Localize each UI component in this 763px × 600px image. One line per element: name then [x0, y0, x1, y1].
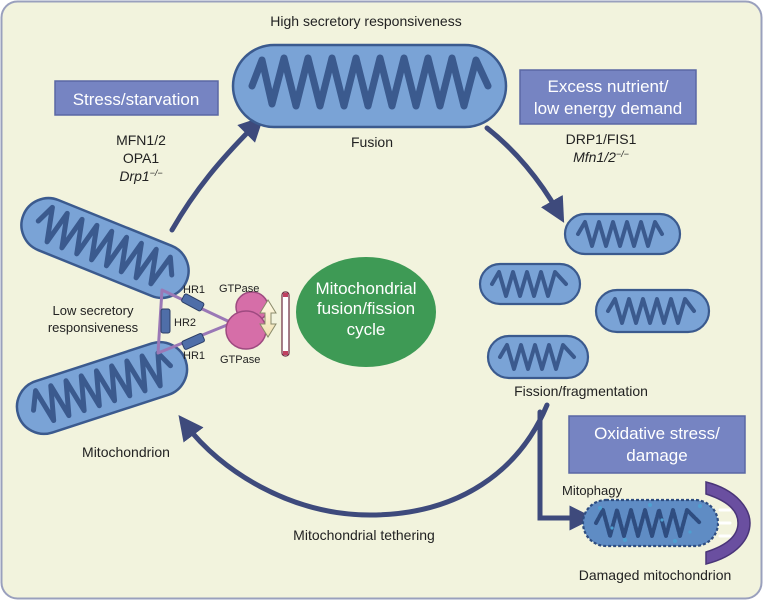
mitochondrion-label: Mitochondrion: [82, 444, 170, 460]
hr2-domain: [160, 308, 171, 334]
fragment-3: [594, 288, 711, 334]
cycle-arrows: [169, 116, 595, 531]
gtpase-bottom-label: GTPase: [220, 354, 260, 366]
low-responsiveness-line2: responsiveness: [48, 320, 139, 335]
center-text-line3: cycle: [347, 320, 386, 339]
phagophore-receptors: [718, 508, 732, 538]
tether-complex: [156, 288, 290, 357]
gtp-bar: [281, 291, 290, 357]
left-mitochondrion-upper: [20, 196, 190, 300]
left-mitochondrion-lower: [15, 340, 189, 436]
stress-box: [54, 80, 219, 116]
drp1-superscript: −/−: [150, 168, 163, 178]
fusion-arrow: [169, 116, 264, 233]
mitophagy-label: Mitophagy: [562, 483, 622, 498]
hr1-bottom-domain: [181, 333, 205, 350]
damaged-mitochondrion: [581, 498, 720, 548]
mitophagy-arrow: [537, 409, 595, 531]
gtpase-bottom-domain: [225, 310, 267, 350]
low-responsiveness-line1: Low secretory: [53, 303, 134, 318]
center-text-line2: fusion/fission: [317, 299, 415, 318]
hr1-bottom-label: HR1: [183, 350, 205, 362]
oxidative-box-line2: damage: [626, 446, 687, 465]
phagophore-membrane: [705, 481, 751, 565]
oxidative-stress-box: [568, 415, 746, 474]
excess-nutrient-box: [519, 69, 697, 125]
damaged-label: Damaged mitochondrion: [579, 567, 732, 583]
fission-arrow: [484, 125, 565, 223]
hr2-label: HR2: [174, 317, 196, 329]
fragment-4: [486, 334, 590, 380]
tethering-arrow: [178, 402, 550, 518]
fused-mitochondrion: [231, 43, 508, 129]
excess-box-line2: low energy demand: [534, 99, 682, 118]
fission-factor-drp1-fis1: DRP1/FIS1: [566, 131, 637, 147]
top-title: High secretory responsiveness: [270, 13, 461, 29]
stress-box-label: Stress/starvation: [73, 90, 200, 109]
hr1-top-domain: [181, 293, 205, 312]
fusion-label: Fusion: [351, 134, 393, 150]
center-text-line1: Mitochondrial: [315, 279, 416, 298]
tethering-label: Mitochondrial tethering: [293, 527, 435, 543]
fission-label: Fission/fragmentation: [514, 383, 648, 399]
excess-box-line1: Excess nutrient/: [548, 77, 669, 96]
fragment-1: [563, 212, 682, 256]
hr1-top-label: HR1: [183, 284, 205, 296]
fission-factor-mfn: Mfn1/2−/−: [573, 149, 629, 165]
fragment-2: [478, 262, 582, 306]
oxidative-box-line1: Oxidative stress/: [594, 424, 720, 443]
gtpase-top-label: GTPase: [219, 283, 259, 295]
fusion-factor-drp1: Drp1−/−: [119, 168, 162, 184]
up-down-arrow-icon: [259, 299, 277, 338]
center-cycle-circle: [296, 257, 436, 367]
fusion-factor-mfn: MFN1/2: [116, 132, 166, 148]
fusion-factor-opa1: OPA1: [123, 150, 160, 166]
mfn-superscript: −/−: [616, 149, 629, 159]
